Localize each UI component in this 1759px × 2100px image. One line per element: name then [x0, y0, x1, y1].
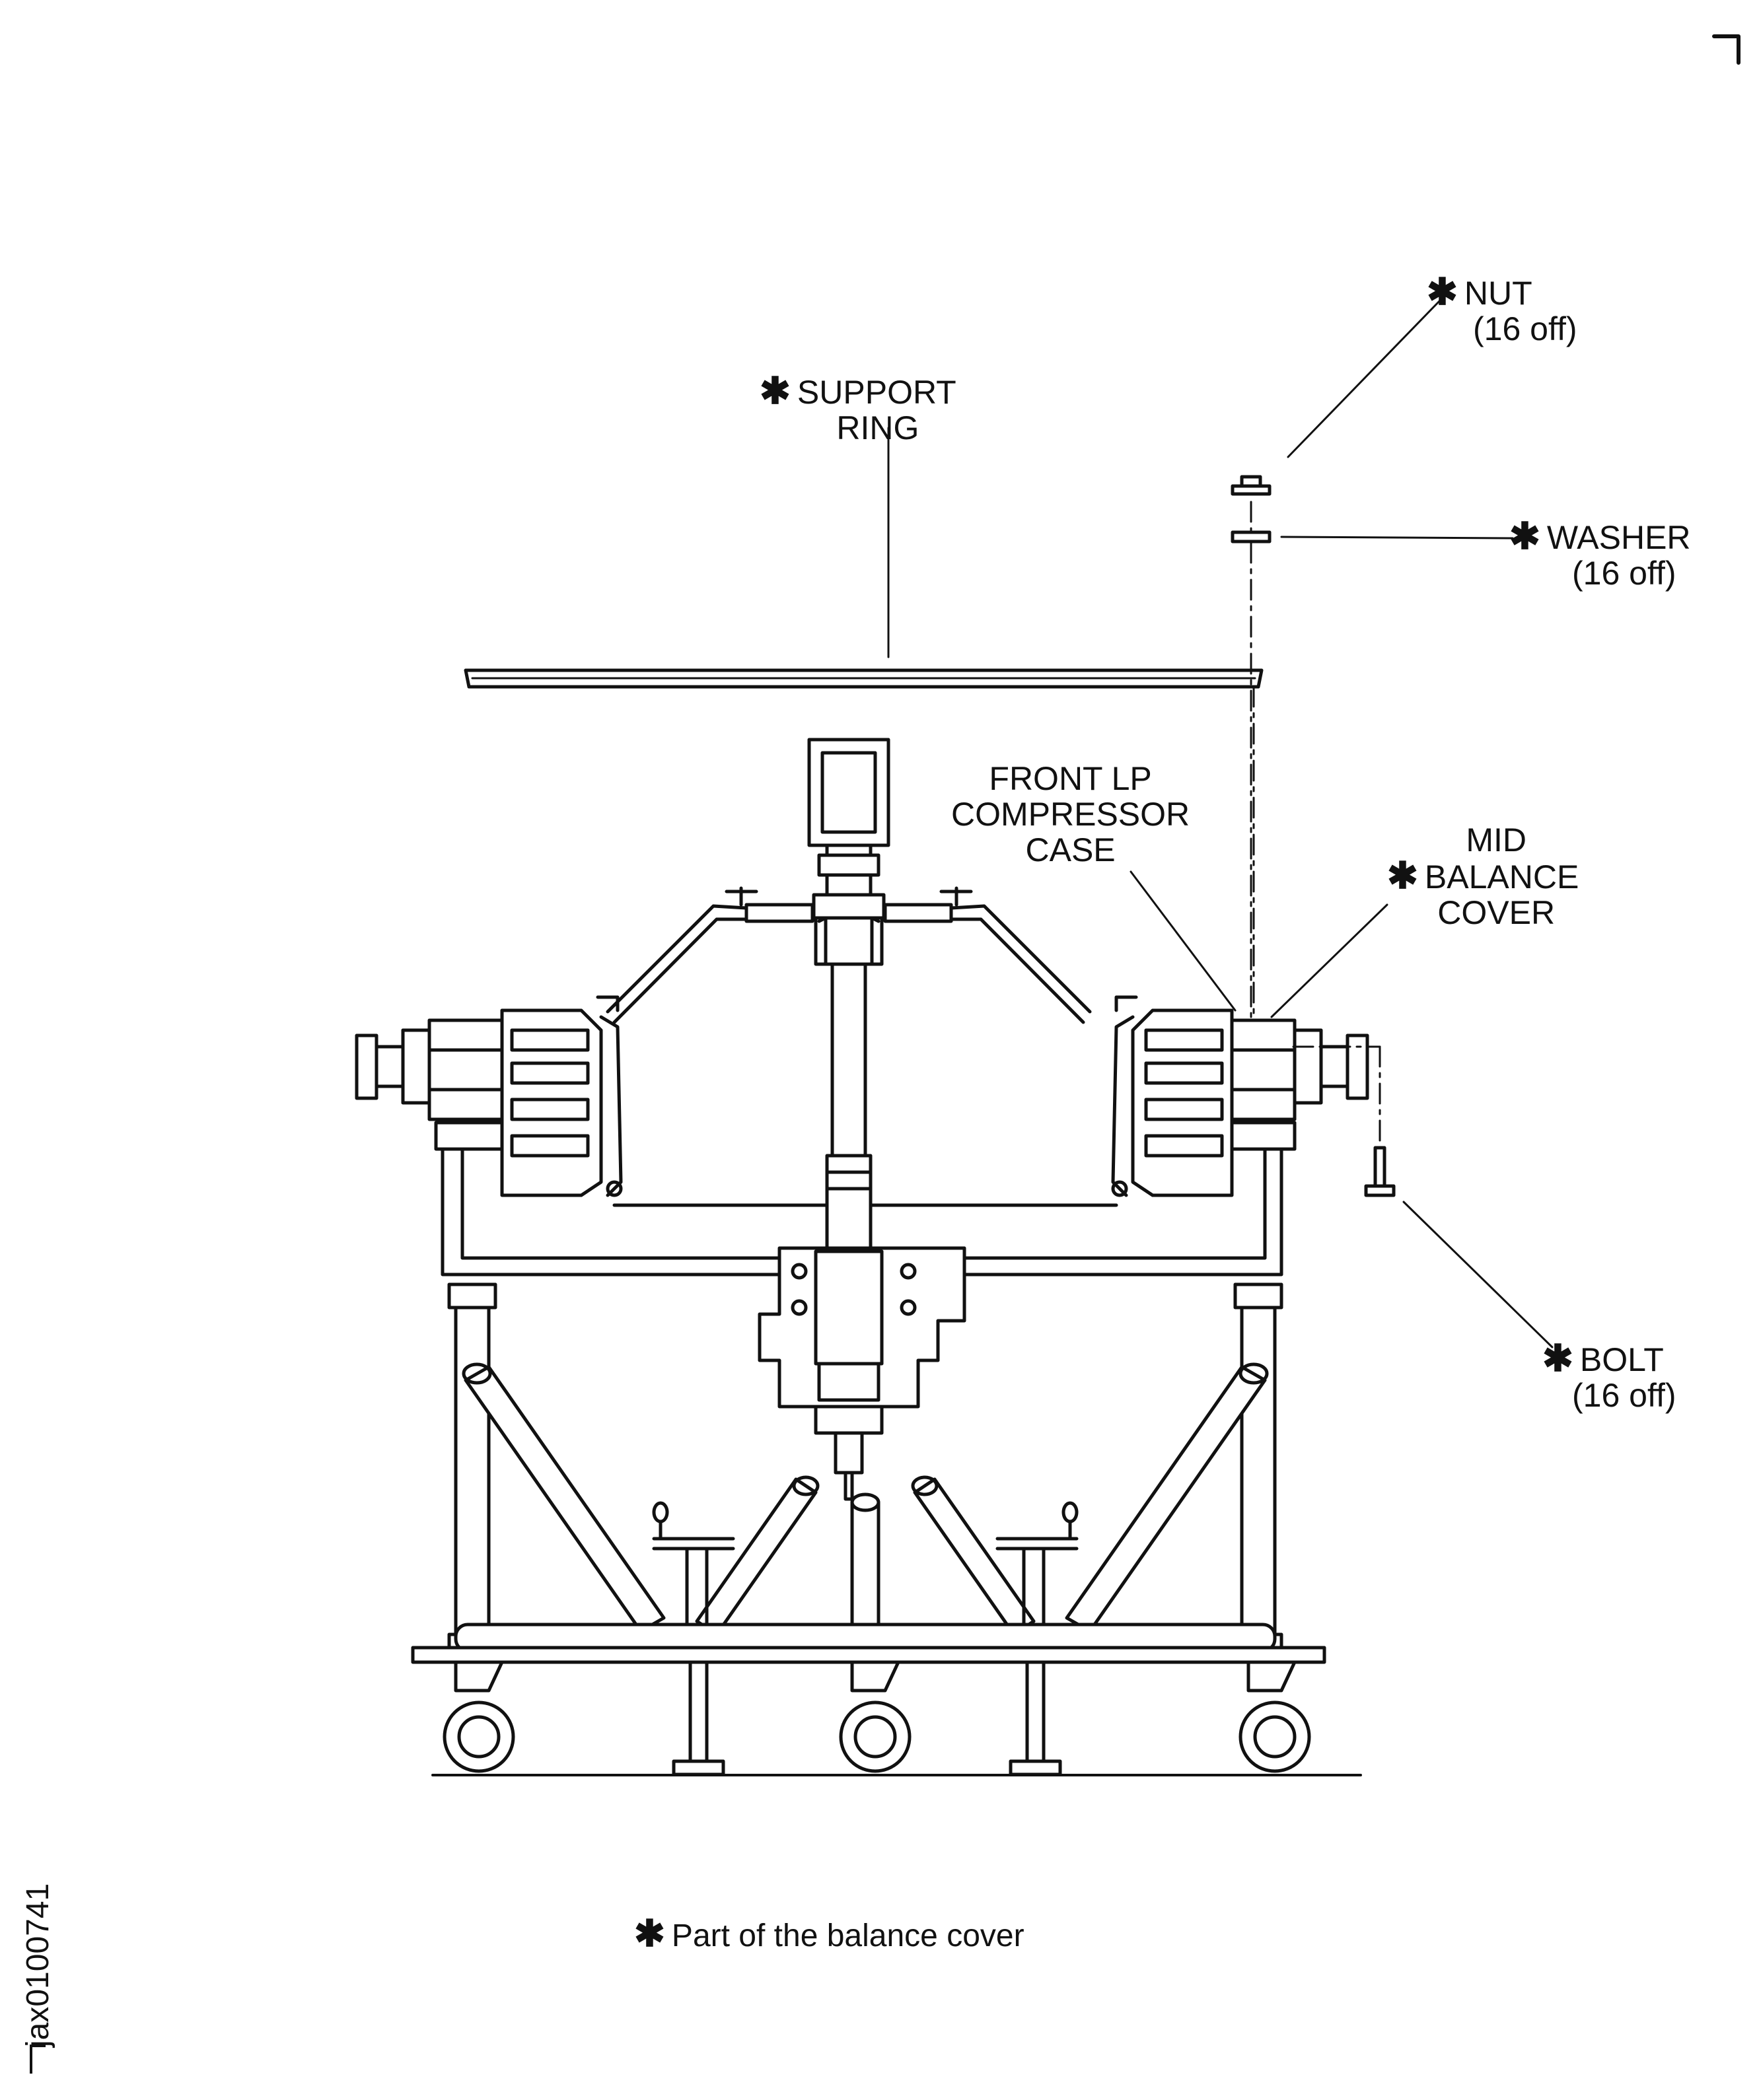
upper-crossbar — [606, 886, 1092, 1024]
label-washer: ✱WASHER (16 off) — [1509, 515, 1691, 592]
washer-part — [1231, 530, 1272, 543]
caster-wheels — [443, 1660, 1311, 1773]
asterisk-icon: ✱ — [1542, 1337, 1573, 1379]
lower-housing — [758, 1246, 966, 1501]
label-bolt: ✱BOLT (16 off) — [1542, 1337, 1676, 1414]
central-column — [807, 738, 890, 1253]
left-head-assembly — [355, 995, 623, 1197]
asterisk-icon: ✱ — [634, 1912, 665, 1954]
label-nut: ✱NUT (16 off) — [1427, 271, 1577, 347]
label-mid-balance-cover: MID ✱BALANCE COVER — [1387, 822, 1579, 931]
bolt-part — [1364, 1146, 1396, 1197]
footnote: ✱Part of the balance cover — [634, 1912, 1024, 1954]
label-front-lp-compressor-case: FRONT LP COMPRESSOR CASE — [951, 760, 1190, 868]
asterisk-icon: ✱ — [1387, 855, 1418, 896]
asterisk-icon: ✱ — [1427, 271, 1458, 312]
label-support-ring: ✱SUPPORT RING — [760, 370, 956, 446]
right-head-assembly — [1111, 995, 1369, 1197]
asterisk-icon: ✱ — [1509, 515, 1540, 557]
corner-bracket-icon — [30, 2045, 46, 2074]
main-frame — [441, 1147, 1283, 1277]
leader-lines — [887, 299, 1554, 1348]
figure-id: jax0100741 — [20, 1883, 66, 2074]
asterisk-icon: ✱ — [760, 370, 791, 411]
diagonal-braces — [462, 1362, 1269, 1636]
corner-mark — [1712, 34, 1741, 65]
support-ring — [464, 668, 1264, 689]
nut-part — [1231, 475, 1272, 496]
base-rail — [411, 1623, 1326, 1664]
